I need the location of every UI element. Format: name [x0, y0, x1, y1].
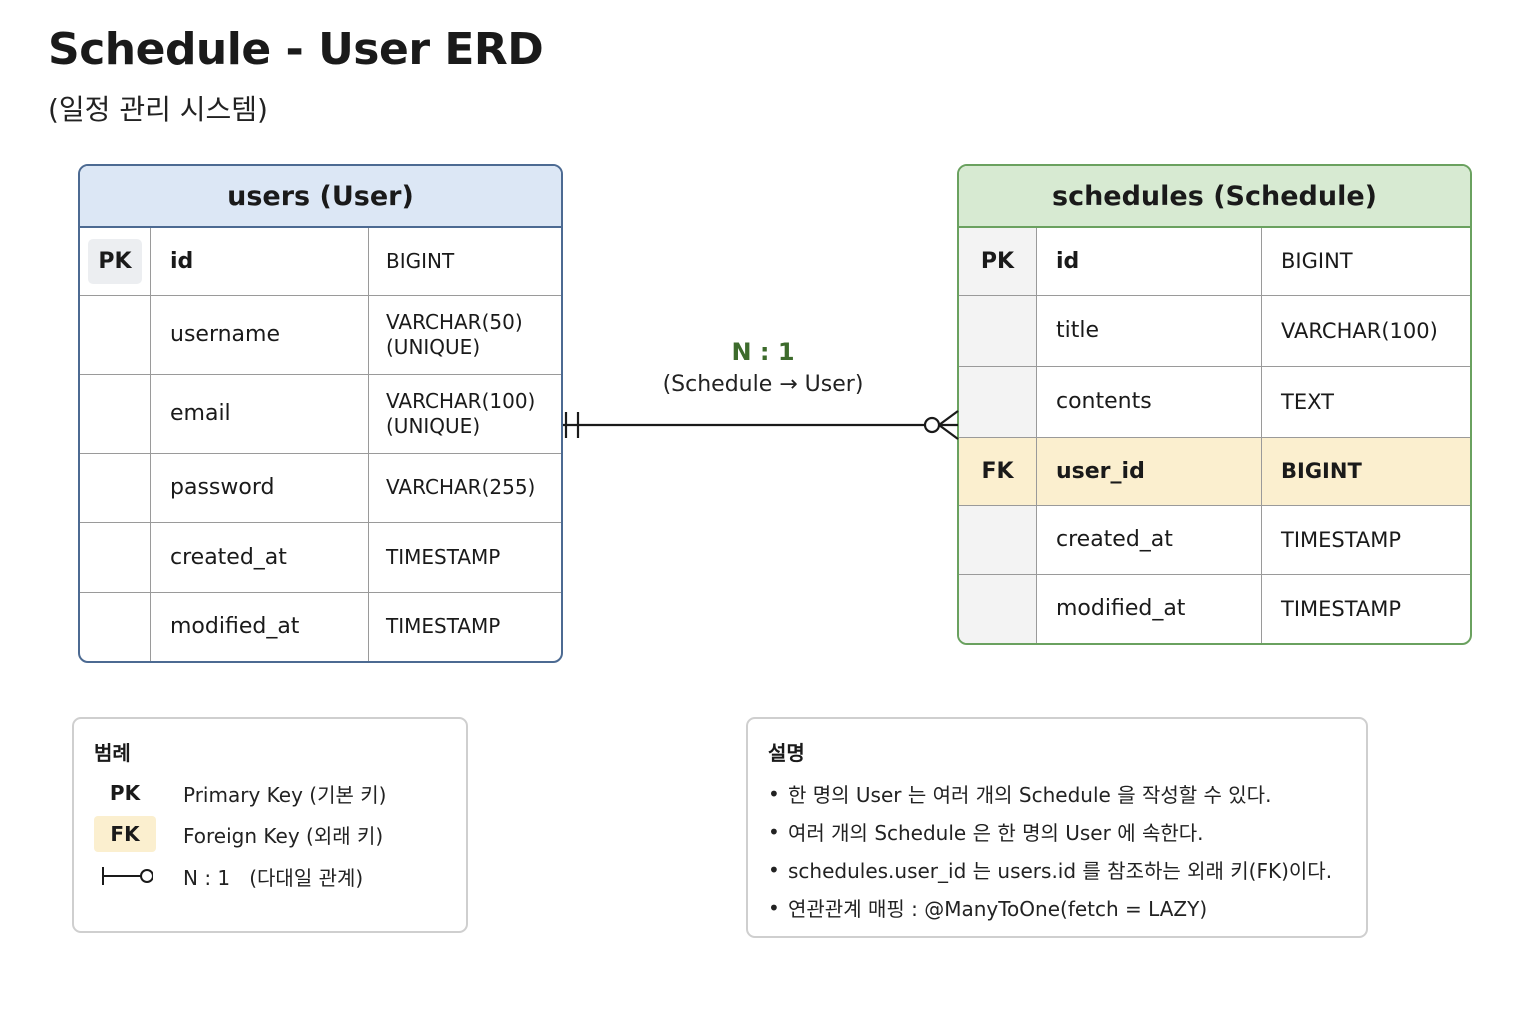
- schedules-column-name: created_at: [1036, 506, 1261, 574]
- description-item: •한 명의 User 는 여러 개의 Schedule 을 작성할 수 있다.: [768, 779, 1271, 808]
- pk-badge: PK: [109, 781, 141, 805]
- legend-item-text: N : 1 (다대일 관계): [183, 865, 364, 890]
- schedules-entity-header: schedules (Schedule): [959, 166, 1470, 228]
- users-column-name: email: [150, 375, 368, 453]
- schedules-column-type: VARCHAR(100): [1261, 296, 1470, 366]
- description-item: •여러 개의 Schedule 은 한 명의 User 에 속한다.: [768, 817, 1204, 846]
- legend-item-pk: PK Primary Key (기본 키): [94, 775, 387, 811]
- users-column-name: modified_at: [150, 593, 368, 661]
- schedules-entity: schedules (Schedule) PK id BIGINT title …: [957, 164, 1472, 645]
- diagram-subtitle: (일정 관리 시스템): [48, 93, 268, 126]
- schedules-row-created-at: created_at TIMESTAMP: [959, 506, 1470, 575]
- users-column-name: username: [150, 296, 368, 374]
- users-column-name: password: [150, 454, 368, 522]
- schedules-column-type: TIMESTAMP: [1261, 506, 1470, 574]
- schedules-key-cell: [959, 296, 1036, 366]
- crows-foot-lower: [938, 424, 959, 440]
- schedules-column-type: TIMESTAMP: [1261, 575, 1470, 643]
- users-key-cell: [80, 523, 150, 592]
- crows-foot-upper: [938, 410, 959, 426]
- schedules-column-type: TEXT: [1261, 367, 1470, 437]
- schedules-column-name: user_id: [1036, 438, 1261, 505]
- schedules-key-cell: [959, 575, 1036, 643]
- relationship-ratio: N : 1: [731, 338, 795, 366]
- description-item-text: 여러 개의 Schedule 은 한 명의 User 에 속한다.: [788, 821, 1204, 845]
- users-column-type: VARCHAR(255): [368, 454, 561, 522]
- users-key-cell: [80, 375, 150, 453]
- users-row-created-at: created_at TIMESTAMP: [80, 523, 561, 593]
- schedules-row-user-id: FK user_id BIGINT: [959, 438, 1470, 506]
- legend-item-text: Primary Key (기본 키): [183, 782, 387, 807]
- users-key-cell: [80, 593, 150, 661]
- schedules-column-type: BIGINT: [1261, 228, 1470, 295]
- users-column-type: TIMESTAMP: [368, 523, 561, 592]
- legend-box: 범례 PK Primary Key (기본 키) FK Foreign Key …: [72, 717, 468, 933]
- users-key-cell: PK: [80, 228, 150, 295]
- users-entity: users (User) PK id BIGINT username VARCH…: [78, 164, 563, 663]
- description-item-text: 한 명의 User 는 여러 개의 Schedule 을 작성할 수 있다.: [788, 783, 1272, 807]
- schedules-column-name: contents: [1036, 367, 1261, 437]
- legend-item-text: Foreign Key (외래 키): [183, 823, 384, 848]
- schedules-column-name: id: [1036, 228, 1261, 295]
- legend-item-relationship: N : 1 (다대일 관계): [94, 858, 363, 894]
- schedules-row-title: title VARCHAR(100): [959, 296, 1470, 367]
- users-column-type: BIGINT: [368, 228, 561, 295]
- pk-badge: PK: [88, 238, 142, 285]
- schedules-column-type: BIGINT: [1261, 438, 1470, 505]
- users-row-modified-at: modified_at TIMESTAMP: [80, 593, 561, 661]
- schedules-key-cell: PK: [959, 228, 1036, 295]
- relationship-description: (Schedule → User): [662, 372, 864, 397]
- description-item-text: schedules.user_id 는 users.id 를 참조하는 외래 키…: [788, 859, 1333, 883]
- description-title: 설명: [768, 741, 805, 765]
- schedules-column-name: title: [1036, 296, 1261, 366]
- users-row-email: email VARCHAR(100) (UNIQUE): [80, 375, 561, 454]
- schedules-key-cell: [959, 506, 1036, 574]
- users-key-cell: [80, 296, 150, 374]
- schedules-row-modified-at: modified_at TIMESTAMP: [959, 575, 1470, 643]
- schedules-row-contents: contents TEXT: [959, 367, 1470, 438]
- users-column-name: id: [150, 228, 368, 295]
- schedules-key-cell: [959, 367, 1036, 437]
- users-column-name: created_at: [150, 523, 368, 592]
- diagram-title: Schedule - User ERD: [48, 24, 544, 75]
- users-column-type: VARCHAR(100) (UNIQUE): [368, 375, 561, 453]
- legend-title: 범례: [94, 741, 131, 765]
- users-column-type: TIMESTAMP: [368, 593, 561, 661]
- users-row-password: password VARCHAR(255): [80, 454, 561, 523]
- users-column-type: VARCHAR(50) (UNIQUE): [368, 296, 561, 374]
- users-row-id: PK id BIGINT: [80, 228, 561, 296]
- description-item: •연관관계 매핑 : @ManyToOne(fetch = LAZY): [768, 893, 1207, 922]
- legend-item-fk: FK Foreign Key (외래 키): [94, 816, 383, 852]
- description-item: •schedules.user_id 는 users.id 를 참조하는 외래 …: [768, 855, 1332, 884]
- one-to-many-connector-icon: [94, 858, 156, 894]
- users-key-cell: [80, 454, 150, 522]
- description-box: 설명 •한 명의 User 는 여러 개의 Schedule 을 작성할 수 있…: [746, 717, 1368, 938]
- users-row-username: username VARCHAR(50) (UNIQUE): [80, 296, 561, 375]
- fk-badge: FK: [959, 438, 1036, 505]
- fk-badge: FK: [94, 816, 156, 852]
- zero-optional-circle: [923, 416, 941, 434]
- description-item-text: 연관관계 매핑 : @ManyToOne(fetch = LAZY): [788, 897, 1208, 921]
- schedules-row-id: PK id BIGINT: [959, 228, 1470, 296]
- schedules-column-name: modified_at: [1036, 575, 1261, 643]
- users-entity-header: users (User): [80, 166, 561, 228]
